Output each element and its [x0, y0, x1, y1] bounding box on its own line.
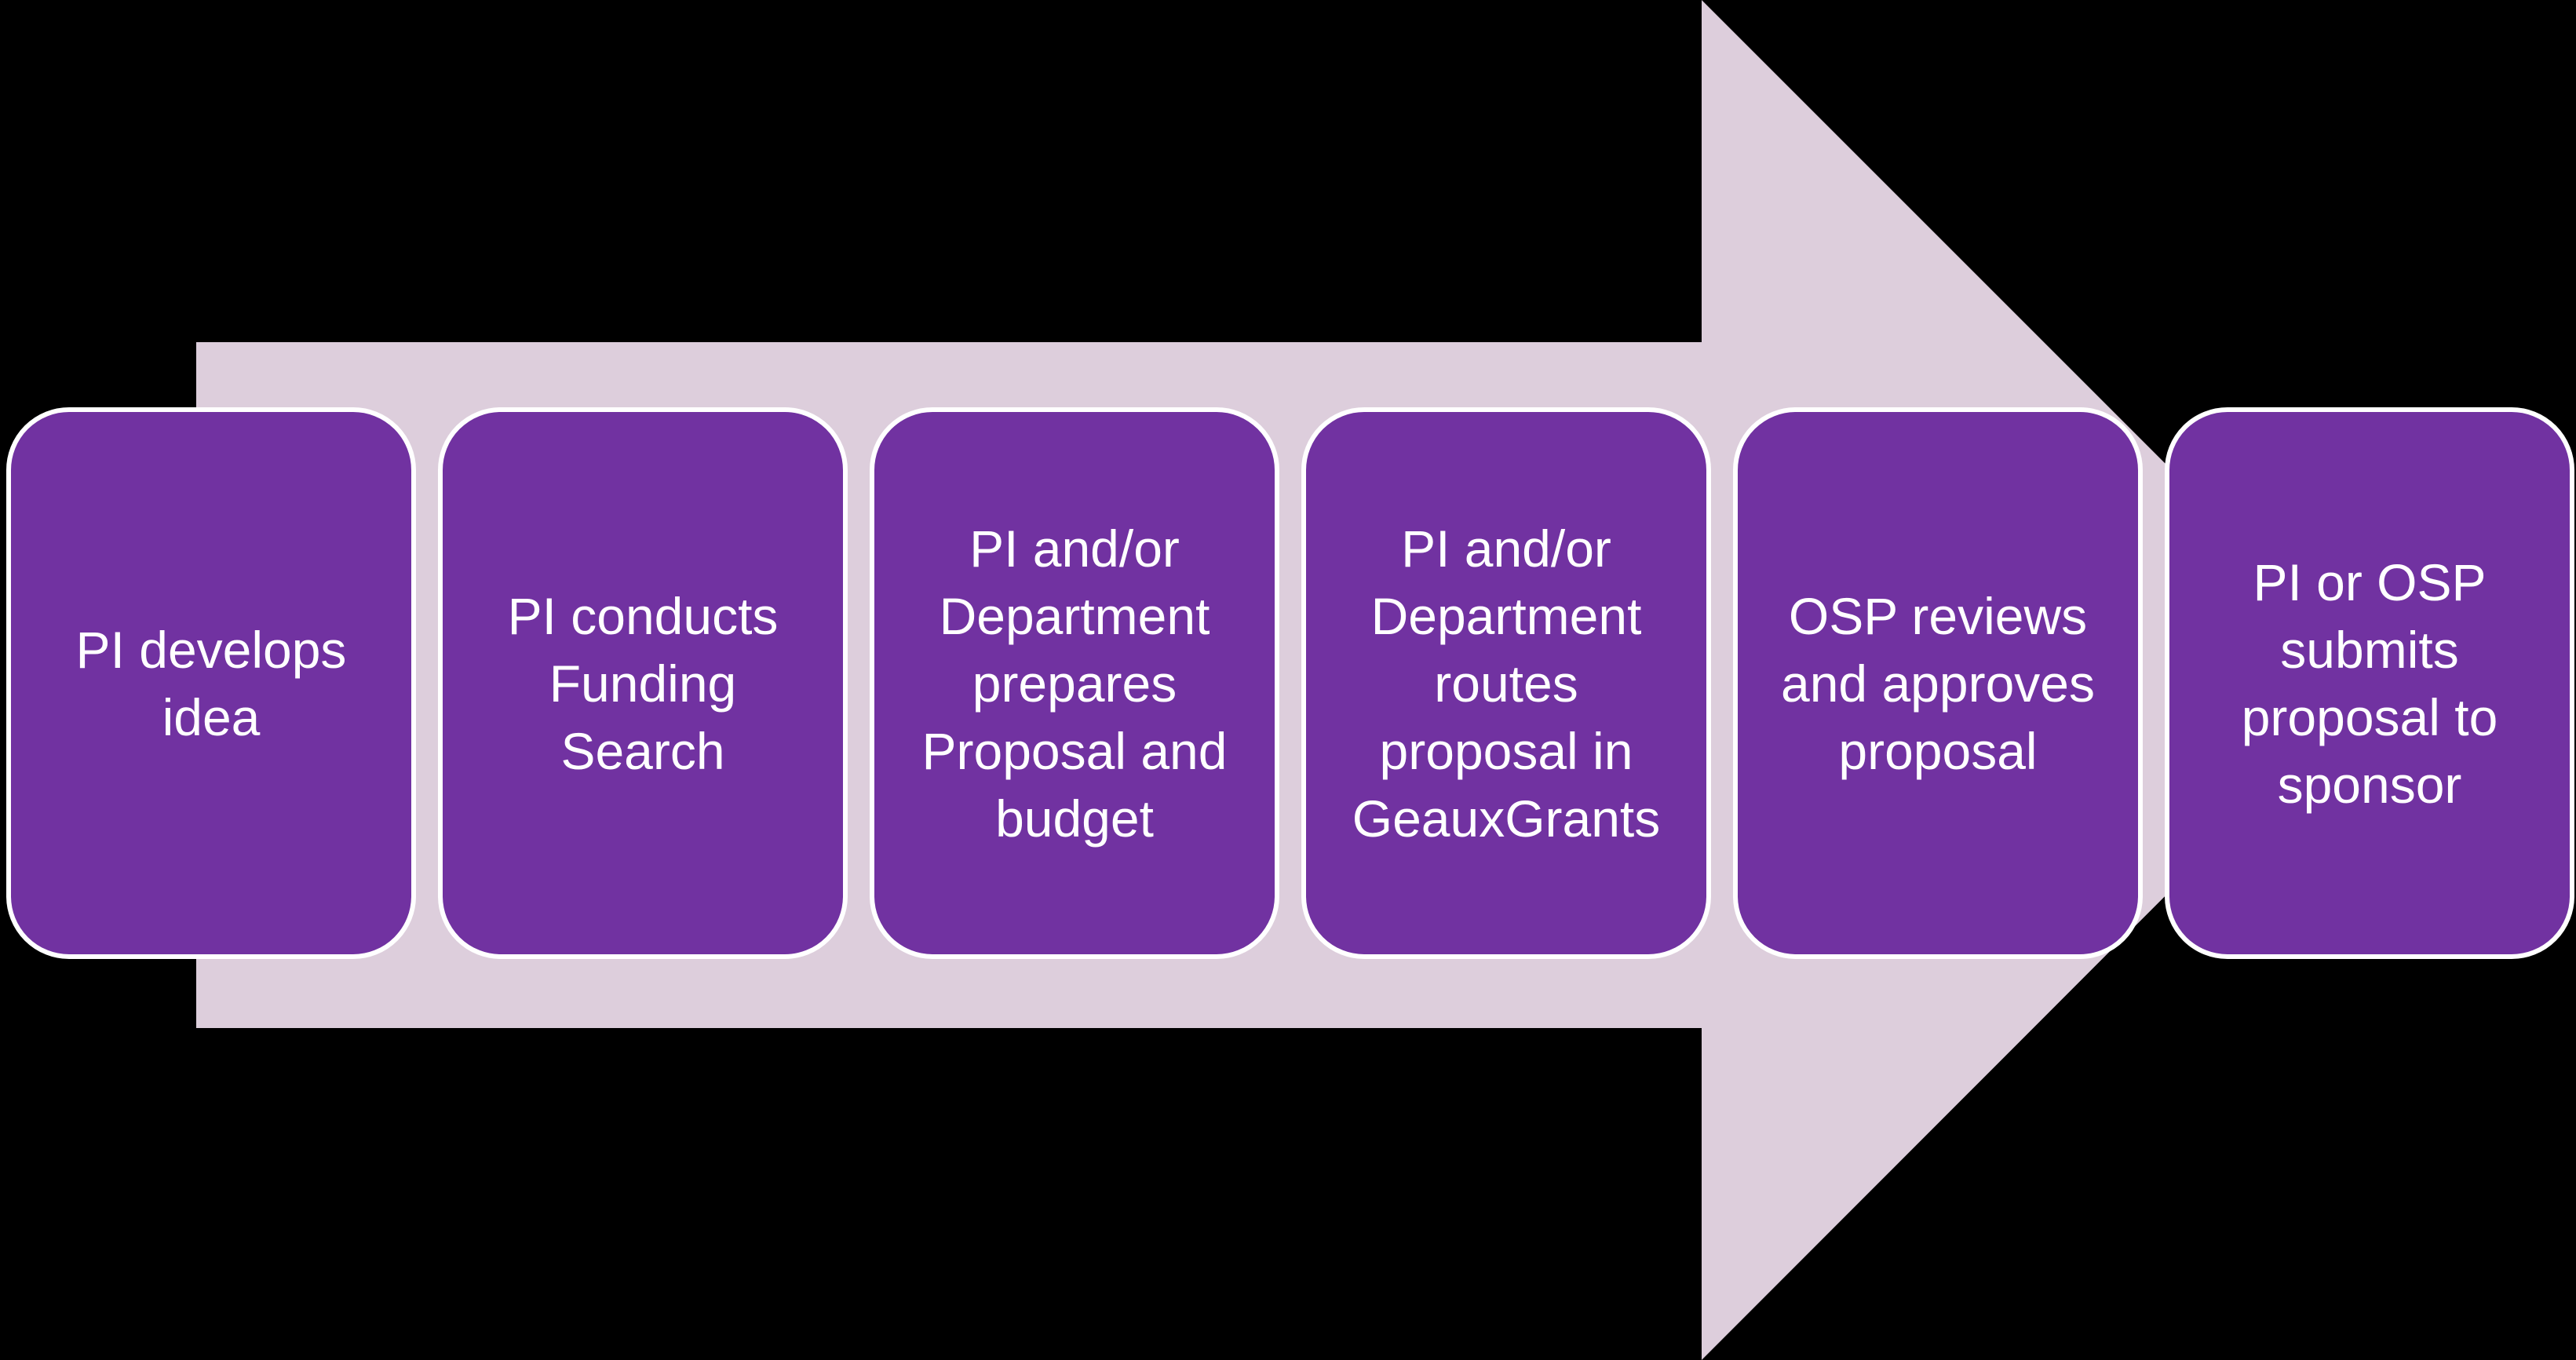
step-box-routes-geauxgrants: PI and/or Department routes proposal in …: [1301, 407, 1711, 959]
step-box-prepares-proposal-budget: PI and/or Department prepares Proposal a…: [870, 407, 1279, 959]
step-label-line: submits: [2280, 620, 2459, 679]
step-box-pi-develops-idea: PI develops idea: [6, 407, 416, 959]
step-label-line: budget: [995, 789, 1154, 848]
step-label-line: Funding: [549, 654, 737, 713]
right-block-arrow-shape: [196, 0, 2381, 1360]
step-label-line: proposal in: [1379, 721, 1633, 780]
step-label-line: prepares: [972, 654, 1177, 713]
step-label-line: proposal to: [2241, 687, 2498, 746]
step-box-submits-to-sponsor: PI or OSP submits proposal to sponsor: [2165, 407, 2574, 959]
step-label-line: PI and/or: [969, 519, 1180, 578]
step-label-line: PI or OSP: [2253, 552, 2487, 611]
step-label-line: PI develops: [75, 620, 347, 679]
process-steps-row: PI develops idea PI conducts Funding Sea…: [6, 407, 2574, 959]
step-label-line: PI conducts: [507, 586, 779, 645]
step-box-osp-reviews-approves: OSP reviews and approves proposal: [1733, 407, 2143, 959]
step-label-line: sponsor: [2277, 755, 2462, 814]
step-label-line: OSP reviews: [1788, 586, 2088, 645]
step-label-line: Department: [1370, 586, 1642, 645]
step-box-funding-search: PI conducts Funding Search: [438, 407, 848, 959]
step-label-line: GeauxGrants: [1352, 789, 1661, 848]
step-label-line: PI and/or: [1401, 519, 1611, 578]
step-label-line: Proposal and: [921, 721, 1228, 780]
step-label-line: Department: [939, 586, 1210, 645]
step-label-line: proposal: [1838, 721, 2038, 780]
step-label-line: idea: [162, 687, 261, 746]
step-label-line: Search: [560, 721, 725, 780]
step-label-line: routes: [1434, 654, 1578, 713]
step-label-line: and approves: [1781, 654, 2095, 713]
